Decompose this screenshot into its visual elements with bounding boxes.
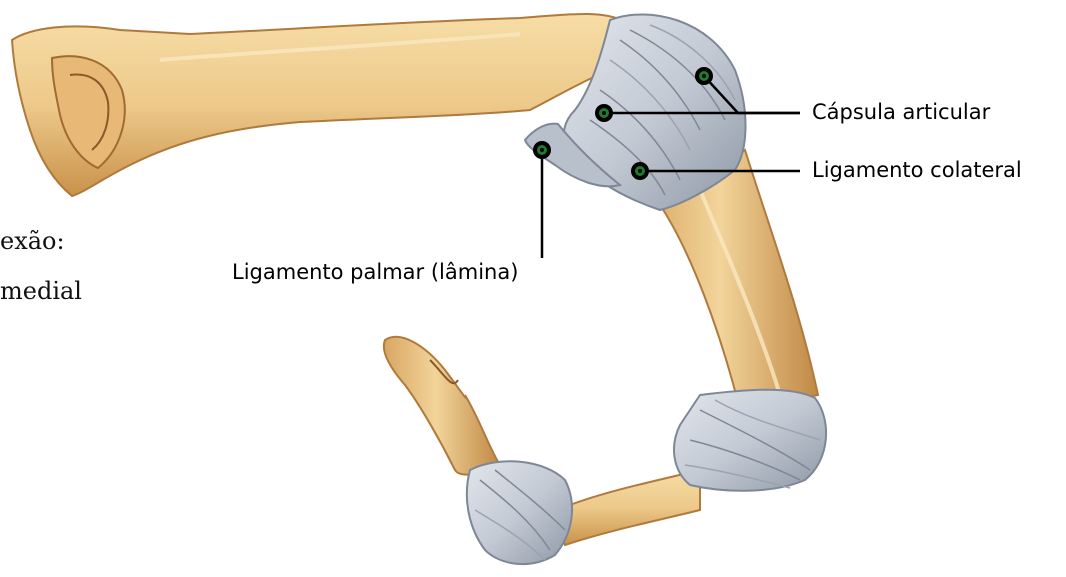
distal-tip-bone bbox=[384, 337, 500, 475]
caption-line-2: medial bbox=[0, 276, 82, 306]
distal-bone bbox=[562, 470, 700, 545]
label-capsula-articular: Cápsula articular bbox=[812, 100, 990, 124]
caption-line-1: exão: bbox=[0, 226, 65, 256]
label-ligamento-colateral: Ligamento colateral bbox=[812, 158, 1022, 182]
proximal-bone bbox=[12, 14, 640, 196]
collateral-marker bbox=[631, 162, 649, 180]
label-ligamento-palmar: Ligamento palmar (lâmina) bbox=[232, 260, 518, 284]
lower-left-joint-capsule bbox=[467, 461, 572, 564]
palmar-marker bbox=[533, 141, 551, 159]
capsule-marker-2 bbox=[695, 67, 713, 85]
capsule-marker-1 bbox=[595, 104, 613, 122]
lower-right-joint-capsule bbox=[674, 390, 826, 491]
